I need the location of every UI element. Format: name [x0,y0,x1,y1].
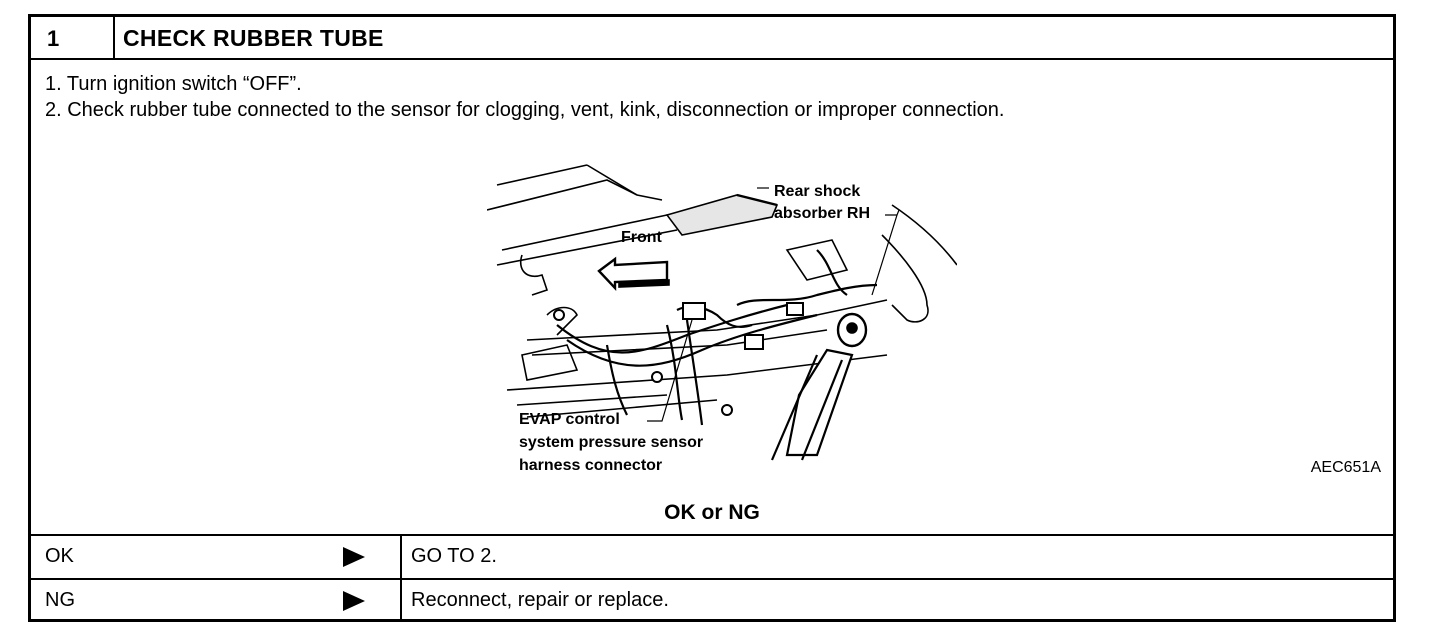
evap-connector-label-line2: system pressure sensor [519,434,704,451]
result-action: GO TO 2. [411,545,497,567]
instruction-step: 2. Check rubber tube connected to the se… [45,99,1005,121]
rear-shock-label-line1: Rear shock [774,183,861,200]
evap-connector-label-line3: harness connector [519,457,663,474]
instruction-list: 1. Turn ignition switch “OFF”. 2. Check … [45,71,1004,123]
sensor-location-illustration: Rear shock absorber RH Front EVAP contro… [486,155,958,475]
result-row-ng: NG Reconnect, repair or replace. [31,578,1393,622]
rear-suspension-drawing [486,164,958,461]
figure-code: AEC651A [1310,459,1381,476]
row-divider [400,580,402,622]
result-row-ok: OK GO TO 2. [31,536,1393,578]
result-action: Reconnect, repair or replace. [411,589,669,611]
result-label: OK [45,545,74,567]
arrow-right-icon [343,591,365,611]
header-divider [113,17,115,58]
step-title: CHECK RUBBER TUBE [123,25,384,51]
result-table: OK GO TO 2. NG Reconnect, repair or repl… [31,534,1393,622]
step-number: 1 [47,26,60,51]
evap-connector-label-line1: EVAP control [519,411,620,428]
rear-shock-label-line2: absorber RH [774,205,871,222]
instruction-step: 1. Turn ignition switch “OFF”. [45,73,302,95]
inspection-step-table: 1 CHECK RUBBER TUBE 1. Turn ignition swi… [28,14,1396,622]
step-header: 1 CHECK RUBBER TUBE [31,17,1393,60]
result-label: NG [45,589,75,611]
arrow-right-icon [343,547,365,567]
row-divider [400,536,402,578]
result-question: OK or NG [664,501,760,524]
front-direction-label: Front [621,229,662,246]
